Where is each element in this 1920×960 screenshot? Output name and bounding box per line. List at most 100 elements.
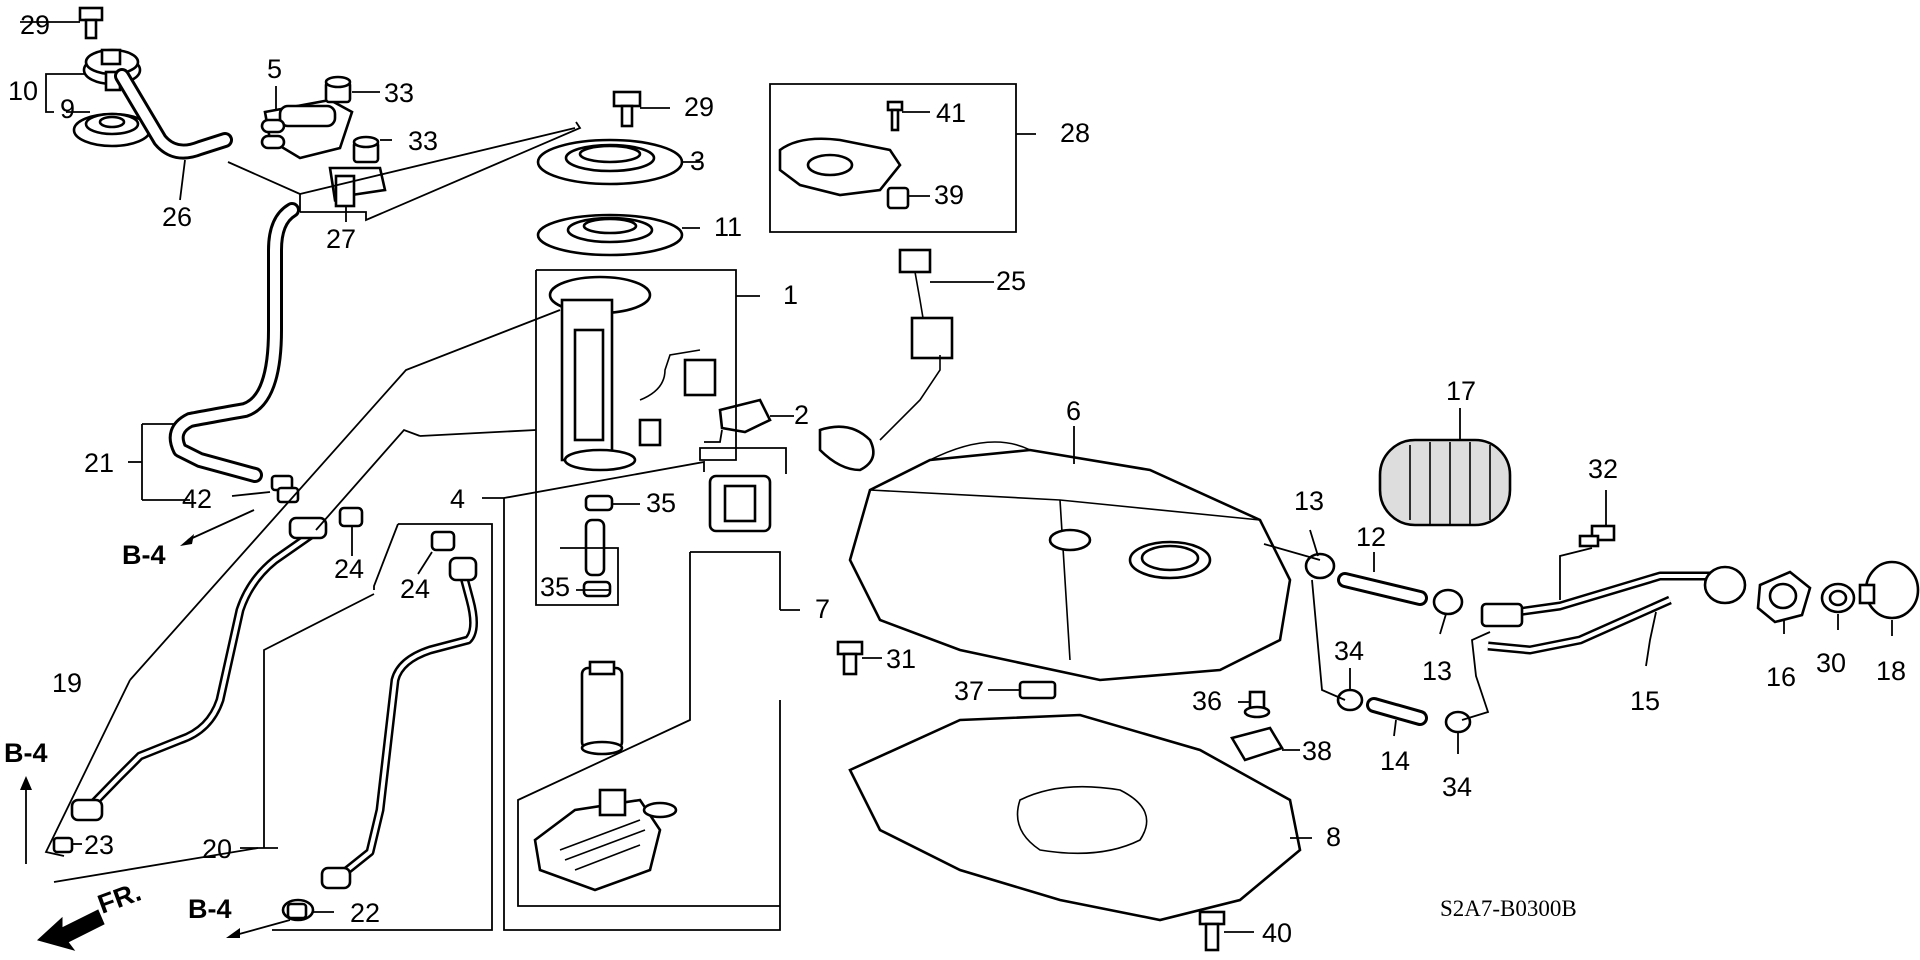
- callout-24-center: 24: [400, 574, 430, 604]
- clip-35-lower: [582, 580, 612, 598]
- callout-30: 30: [1816, 648, 1846, 678]
- callout-39: 39: [934, 180, 964, 210]
- part-drawings: [36, 6, 1920, 952]
- fuel-cap-18: [1858, 560, 1920, 620]
- lock-ring-3: [536, 138, 684, 186]
- callout-29-top-center: 29: [684, 92, 714, 122]
- gasket-9: [72, 112, 152, 148]
- callout-17: 17: [1446, 376, 1476, 406]
- clip-35-upper: [584, 494, 614, 512]
- callout-24-left: 24: [334, 554, 364, 584]
- callout-21: 21: [84, 448, 114, 478]
- bolt-29-top-center: [612, 90, 642, 128]
- clip-2: [718, 398, 772, 434]
- callout-27: 27: [326, 224, 356, 254]
- callout-numbers: 1 2 3 4 5 6 7 8 9 10 11 12 13 13 14 15 1…: [8, 10, 1906, 948]
- nut-39: [886, 186, 910, 210]
- tank-shield-8: [848, 713, 1302, 922]
- clip-24-left: [338, 506, 364, 528]
- callout-15: 15: [1630, 686, 1660, 716]
- callout-1: 1: [783, 280, 798, 310]
- clip-37: [1018, 680, 1057, 700]
- callout-19: 19: [52, 668, 82, 698]
- callout-25: 25: [996, 266, 1026, 296]
- callout-11: 11: [714, 212, 742, 242]
- gasket-16: [1756, 570, 1812, 624]
- nut-33a: [324, 75, 352, 104]
- charcoal-canister-17: [1378, 438, 1512, 527]
- callout-16: 16: [1766, 662, 1796, 692]
- callout-35-lower: 35: [540, 572, 570, 602]
- bolt-36: [1243, 690, 1271, 719]
- front-label: FR.: [94, 877, 145, 920]
- callout-31: 31: [886, 644, 916, 674]
- seal-30: [1820, 582, 1856, 614]
- callout-8: 8: [1326, 822, 1341, 852]
- callout-28: 28: [1060, 118, 1090, 148]
- callout-40: 40: [1262, 918, 1292, 948]
- callout-13-left: 13: [1294, 486, 1324, 516]
- leader-lines: [20, 21, 1893, 938]
- callout-26: 26: [162, 202, 192, 232]
- bracket-27: [328, 166, 387, 208]
- callout-2: 2: [794, 400, 809, 430]
- screw-41: [886, 100, 904, 132]
- clip-22: [281, 898, 315, 922]
- front-arrow-icon: [36, 909, 105, 951]
- callout-33-lower: 33: [408, 126, 438, 156]
- callout-4: 4: [450, 484, 465, 514]
- ref-b4-upper: B-4: [122, 540, 166, 570]
- callout-41: 41: [936, 98, 966, 128]
- callout-13-right: 13: [1422, 656, 1452, 686]
- bolt-31: [836, 640, 864, 676]
- holder-7: [708, 474, 772, 533]
- callout-18: 18: [1876, 656, 1906, 686]
- clip-23: [52, 836, 74, 854]
- callout-22: 22: [350, 898, 380, 928]
- callout-33-upper: 33: [384, 78, 414, 108]
- callout-37: 37: [954, 676, 984, 706]
- ref-b4-left: B-4: [4, 738, 48, 768]
- clamp-13-left: [1304, 552, 1336, 580]
- bolt-40: [1198, 910, 1226, 952]
- fuel-pump-module-1: [548, 275, 717, 472]
- callout-42: 42: [182, 484, 212, 514]
- fuel-tank-6: [848, 441, 1292, 682]
- callout-23: 23: [84, 830, 114, 860]
- cover-plate-28: [778, 137, 902, 197]
- ref-b4-bottom: B-4: [188, 894, 232, 924]
- clamp-13-right: [1432, 588, 1464, 616]
- callout-35-upper: 35: [646, 488, 676, 518]
- sender-25: [818, 248, 954, 472]
- fuel-strainer: [533, 788, 678, 892]
- callout-7: 7: [815, 594, 830, 624]
- clamp-34-left: [1336, 688, 1364, 712]
- bolt-32: [1578, 524, 1616, 548]
- callout-34-left: 34: [1334, 636, 1364, 666]
- drawing-code: S2A7-B0300B: [1440, 896, 1577, 921]
- reference-labels: B-4 B-4 B-4 FR. S2A7-B0300B: [4, 540, 1577, 924]
- callout-34-right: 34: [1442, 772, 1472, 802]
- callout-36: 36: [1192, 686, 1222, 716]
- callout-10: 10: [8, 76, 38, 106]
- clip-42: [270, 474, 300, 504]
- callout-14: 14: [1380, 746, 1410, 776]
- callout-29-top-left: 29: [20, 10, 50, 40]
- gasket-11: [536, 213, 684, 257]
- nut-33b: [352, 135, 380, 164]
- callout-9: 9: [60, 94, 75, 124]
- callout-32: 32: [1588, 454, 1618, 484]
- block-38: [1230, 726, 1284, 762]
- callout-20: 20: [202, 834, 232, 864]
- callout-12: 12: [1356, 522, 1386, 552]
- callout-3: 3: [690, 146, 705, 176]
- clip-24-center: [430, 530, 456, 552]
- callout-38: 38: [1302, 736, 1332, 766]
- filler-end: [1703, 565, 1747, 605]
- callout-5: 5: [267, 54, 282, 84]
- bolt-29-top-left: [78, 6, 104, 40]
- clamp-34-right: [1444, 710, 1472, 734]
- callout-6: 6: [1066, 396, 1081, 426]
- fuel-pump-motor: [580, 660, 624, 756]
